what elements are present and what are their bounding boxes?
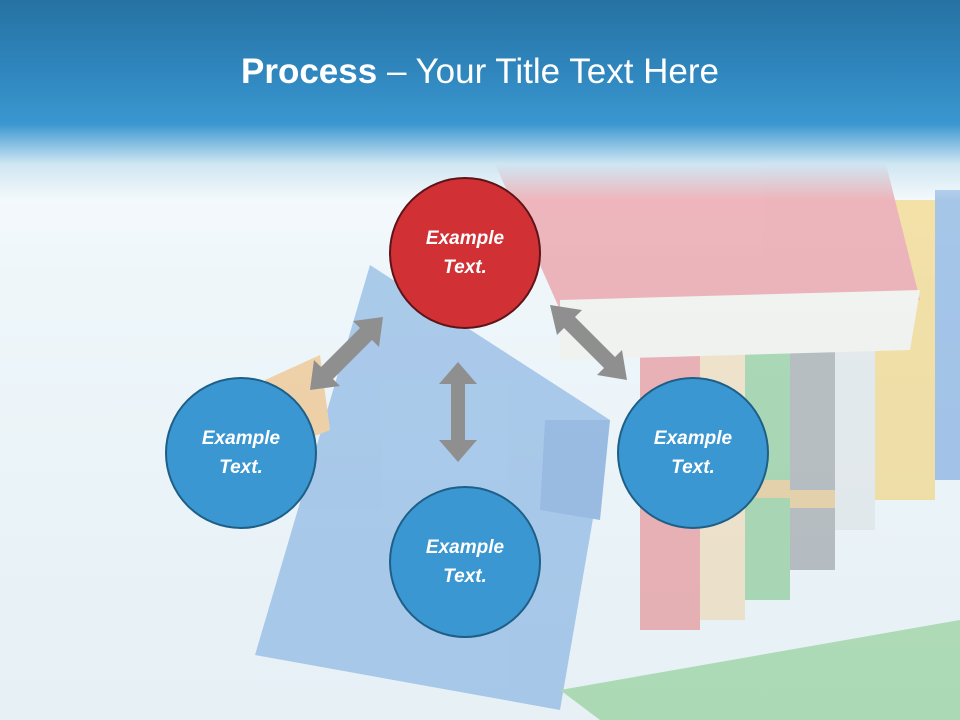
double-arrow-right <box>550 305 627 380</box>
double-arrow-vertical <box>439 362 477 462</box>
process-node-right[interactable]: Example Text. <box>617 377 769 529</box>
node-left-text: Example Text. <box>201 428 281 478</box>
title-text-part: Your Title Text Here <box>415 52 720 91</box>
process-node-top[interactable]: Example Text. <box>389 177 541 329</box>
process-node-left[interactable]: Example Text. <box>165 377 317 529</box>
node-top-text: Example Text. <box>425 228 505 278</box>
node-bottom-text: Example Text. <box>425 537 505 587</box>
title-dash: – <box>377 52 416 91</box>
process-node-bottom[interactable]: Example Text. <box>389 486 541 638</box>
title-bar <box>0 0 960 200</box>
title-bold-part: Process <box>241 52 378 91</box>
node-right-text: Example Text. <box>653 428 733 478</box>
double-arrow-left <box>310 317 383 390</box>
slide-title: Process – Your Title Text Here <box>0 52 960 92</box>
